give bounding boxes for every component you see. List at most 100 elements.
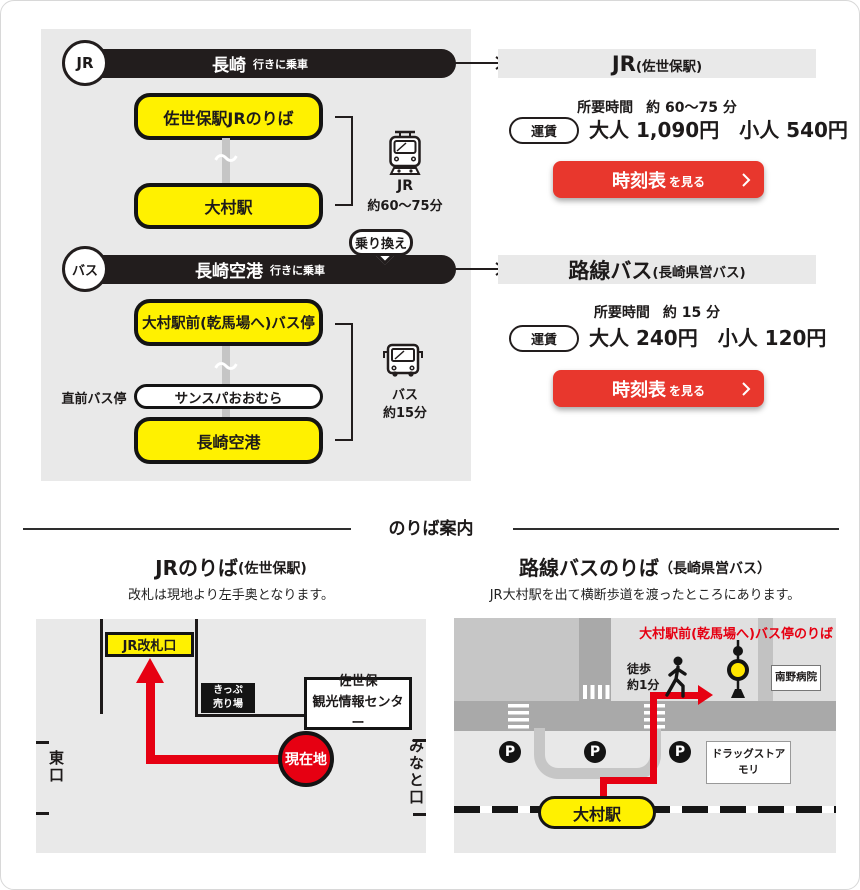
route-arrowhead-up	[136, 658, 164, 683]
duration-value: 約 15 分	[662, 305, 721, 321]
jr-timetable-button[interactable]: 時刻表 を見る	[553, 161, 764, 198]
bus-info-subtitle: (長崎県営バス)	[652, 265, 746, 281]
walking-person-icon	[665, 656, 687, 698]
wall-line	[195, 714, 306, 717]
parking-icon: P	[669, 741, 691, 763]
east-exit-label: 東口	[47, 750, 65, 784]
transfer-bubble: 乗り換え	[349, 229, 413, 256]
crosswalk-marks	[508, 704, 529, 729]
info-center-line1: 佐世保	[338, 674, 378, 690]
bus-destination-banner: 長崎空港 行きに乗車	[64, 255, 456, 284]
route-arrowhead-right	[698, 685, 713, 705]
route-connector	[222, 138, 230, 185]
minato-exit-label: みなと口	[407, 738, 425, 806]
route-line	[600, 777, 657, 784]
jr-info-header: JR (佐世保駅)	[498, 49, 816, 78]
jr-info-title: JR	[611, 51, 636, 76]
jr-destination: 長崎	[212, 56, 246, 76]
tourist-info-center-box: 佐世保 観光情報センター	[304, 674, 412, 731]
divider-line	[513, 528, 839, 530]
route-flow-panel: 長崎 行きに乗車 JR 佐世保駅JRのりば 〜 大村駅 JR 約60〜75分 乗…	[41, 29, 471, 481]
jr-mode-badge: JR	[62, 40, 108, 86]
side-road	[758, 618, 773, 701]
route-connector	[222, 346, 230, 417]
chevron-right-icon	[742, 381, 751, 396]
parking-icon: P	[499, 741, 521, 763]
ticket-office-box: きっぷ 売り場	[201, 683, 255, 713]
ticket-office-line2: 売り場	[213, 699, 243, 710]
hospital-box: 南野病院	[771, 665, 821, 691]
wave-break-icon: 〜	[214, 353, 238, 381]
duration-value: 約 60〜75 分	[646, 100, 737, 116]
jr-info-subtitle: (佐世保駅)	[635, 59, 703, 75]
jr-station-map: JR改札口 きっぷ 売り場 佐世保 観光情報センター 現在地 東口 みなと口	[36, 619, 426, 853]
ticket-office-line1: きっぷ	[213, 685, 243, 696]
train-icon	[389, 130, 421, 175]
bus-map-title: 路線バスのりば （長崎県営バス）	[454, 552, 836, 581]
drugstore-line2: モリ	[738, 763, 759, 776]
jr-map-title-main: JRのりば	[155, 556, 239, 580]
divider-line	[23, 528, 351, 530]
bus-destination: 長崎空港	[195, 262, 263, 282]
stop-sunspa-omura: サンスパおおむら	[134, 384, 323, 409]
jr-gate-box: JR改札口	[105, 632, 194, 657]
crosswalk-marks	[583, 685, 610, 699]
fare-badge: 運賃	[509, 117, 579, 144]
walk-line1: 徒歩	[627, 662, 652, 676]
stop-sasebo-jr: 佐世保駅JRのりば	[134, 93, 323, 140]
bus-stop-location-label: 大村駅前(乾馬場へ)バス停のりば	[639, 627, 833, 642]
exit-tick	[413, 813, 426, 816]
jr-map-note: 改札は現地より左手奥となります。	[127, 588, 335, 603]
exit-tick	[413, 739, 426, 742]
bus-info-title: 路線バス	[568, 258, 653, 283]
jr-map-title: JRのりば (佐世保駅)	[36, 552, 426, 581]
jr-fare-value: 大人 1,090円 小人 540円	[589, 118, 848, 142]
wall-line	[100, 619, 103, 714]
jr-duration-row: 所要時間 約 60〜75 分	[498, 97, 816, 117]
exit-tick	[36, 741, 49, 744]
previous-stop-label: 直前バス停	[61, 392, 127, 407]
route-line	[650, 692, 700, 699]
route-line	[650, 692, 657, 784]
boarding-guide-heading: のりば案内	[388, 519, 474, 539]
omura-station-marker: 大村駅	[538, 796, 656, 829]
stop-omura-bus: 大村駅前(乾馬場へ)バス停	[134, 299, 323, 346]
drugstore-box: ドラッグストア モリ	[706, 741, 791, 784]
bus-station-map: 大村駅前(乾馬場へ)バス停のりば 徒歩 約1分 南野病院 P P P ドラッグス…	[454, 618, 836, 853]
bus-info-header: 路線バス (長崎県営バス)	[498, 255, 816, 284]
jr-duration-label: 約60〜75分	[367, 199, 443, 214]
bus-map-title-sub: （長崎県営バス）	[659, 561, 771, 577]
jr-board-note: 行きに乗車	[253, 57, 308, 71]
bus-map-title-main: 路線バスのりば	[519, 556, 659, 580]
exit-tick	[36, 812, 49, 815]
walk-line2: 約1分	[627, 678, 660, 693]
wall-line	[195, 619, 198, 716]
chevron-right-icon	[742, 172, 751, 187]
timetable-button-main: 時刻表	[611, 170, 666, 192]
bus-segment-bracket	[335, 323, 353, 441]
jr-map-title-sub: (佐世保駅)	[238, 561, 307, 577]
bus-stop-sign-icon	[727, 640, 749, 698]
bus-map-note: JR大村駅を出て横断歩道を渡ったところにあります。	[489, 588, 801, 603]
duration-label: 所要時間	[593, 305, 650, 321]
stop-omura-station: 大村駅	[134, 183, 323, 229]
bus-duration-label: 約15分	[382, 406, 428, 421]
parking-icon: P	[584, 741, 606, 763]
route-line	[600, 777, 607, 799]
info-center-line2: 観光情報センター	[312, 695, 404, 731]
bus-duration-row: 所要時間 約 15 分	[498, 302, 816, 322]
bus-board-note: 行きに乗車	[270, 263, 325, 277]
current-location-marker: 現在地	[278, 731, 334, 787]
fare-badge: 運賃	[509, 325, 579, 352]
timetable-button-sub: を見る	[668, 175, 705, 189]
jr-destination-banner: 長崎 行きに乗車	[64, 49, 456, 78]
walk-time-label: 徒歩 約1分	[627, 661, 659, 693]
route-line	[146, 755, 284, 764]
wave-break-icon: 〜	[214, 145, 238, 173]
drugstore-line1: ドラッグストア	[711, 747, 786, 760]
duration-label: 所要時間	[577, 100, 634, 116]
timetable-button-sub: を見る	[668, 384, 705, 398]
jr-mode-label: JR	[397, 178, 413, 194]
bus-timetable-button[interactable]: 時刻表 を見る	[553, 370, 764, 407]
